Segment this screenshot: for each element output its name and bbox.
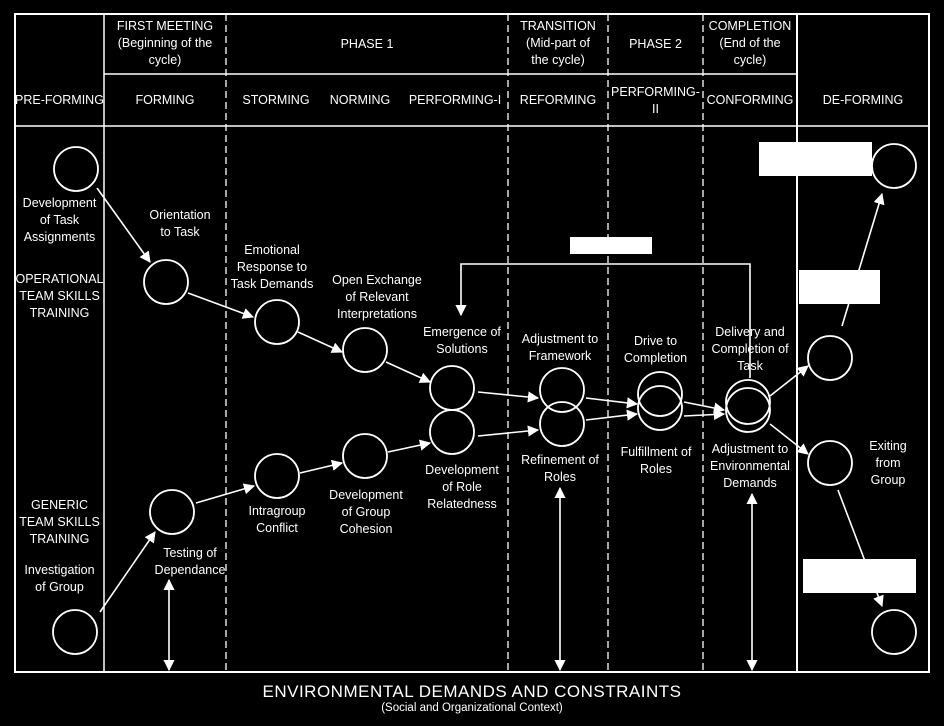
label-exiting: Exiting from Group [869, 439, 907, 487]
node-circle [807, 335, 853, 381]
node-circle [637, 371, 683, 417]
stage-pre-forming: PRE-FORMING [15, 93, 104, 107]
outer-frame [14, 13, 930, 673]
node-circle [342, 327, 388, 373]
flow-arrow [99, 531, 156, 613]
header-phase-1: PHASE 1 [340, 37, 394, 51]
node-circle [807, 440, 853, 486]
label-generic-training: GENERIC TEAM SKILLS TRAINING [19, 498, 100, 546]
node-circle [539, 401, 585, 447]
label-adjustment-env: Adjustment to Environmental Demands [710, 442, 790, 490]
redacted-box [803, 559, 916, 593]
label-intragroup-conflict: Intragroup Conflict [248, 504, 306, 535]
flow-arrow [585, 409, 639, 421]
flow-arrow [477, 391, 540, 403]
header-completion: COMPLETION (End of the cycle) [708, 19, 792, 67]
node-circle [871, 143, 917, 189]
label-refinement: Refinement of Roles [521, 453, 599, 484]
flow-arrow [477, 425, 540, 437]
flow-arrow [299, 459, 344, 474]
footer-subtitle: (Social and Organizational Context) [381, 702, 563, 714]
node-circle [342, 433, 388, 479]
flow-arrow [683, 401, 726, 414]
flow-arrow [769, 365, 809, 397]
node-circle [149, 489, 195, 535]
flow-arrow [683, 408, 726, 421]
redacted-box [799, 270, 880, 304]
label-emotional-response: Emotional Response to Task Demands [230, 243, 314, 291]
label-orientation: Orientation to Task [149, 208, 211, 239]
label-group-cohesion: Development of Group Cohesion [329, 488, 403, 536]
label-testing: Testing of Dependance [154, 546, 226, 577]
feedback-loop-arrow [455, 263, 751, 378]
node-circle [254, 299, 300, 345]
redacted-box [570, 237, 652, 254]
header-transition: TRANSITION (Mid-part of the cycle) [520, 19, 596, 67]
flow-arrow [187, 292, 255, 319]
node-circle [725, 379, 771, 425]
stage-performing-2: PERFORMING- II [611, 85, 700, 116]
stage-forming: FORMING [135, 93, 195, 107]
node-circle [429, 409, 475, 455]
flow-arrow [96, 187, 151, 263]
stage-norming: NORMING [329, 93, 391, 107]
node-circle [429, 365, 475, 411]
flow-arrow [195, 483, 256, 504]
node-circle [143, 259, 189, 305]
label-role-relatedness: Development of Role Relatedness [425, 463, 499, 511]
footer-title: ENVIRONMENTAL DEMANDS AND CONSTRAINTS [262, 682, 682, 701]
redacted-box [759, 142, 872, 176]
label-operational-training: OPERATIONAL TEAM SKILLS TRAINING [15, 272, 104, 320]
stage-conforming: CONFORMING [706, 93, 794, 107]
label-investigation: Investigation of Group [24, 563, 95, 594]
label-delivery: Delivery and Completion of Task [711, 325, 789, 373]
node-circle [53, 146, 99, 192]
flow-arrow [769, 423, 809, 455]
flow-arrow [297, 331, 344, 353]
flow-arrow [385, 361, 432, 383]
label-dev-task-assignments: Development of Task Assignments [22, 196, 97, 244]
stage-storming: STORMING [242, 93, 310, 107]
flow-arrow [585, 397, 639, 409]
stage-performing-1: PERFORMING-I [408, 93, 502, 107]
flow-arrow [841, 192, 885, 327]
stage-de-forming: DE-FORMING [822, 93, 904, 107]
label-drive: Drive to Completion [623, 334, 688, 365]
label-open-exchange: Open Exchange of Relevant Interpretation… [332, 273, 422, 321]
node-circle [52, 609, 98, 655]
node-circle [539, 367, 585, 413]
label-adjustment-framework: Adjustment to Framework [521, 332, 599, 363]
stage-reforming: REFORMING [519, 93, 597, 107]
node-circle [725, 387, 771, 433]
node-circle [637, 385, 683, 431]
flow-arrow [387, 439, 432, 453]
node-circle [871, 609, 917, 655]
label-fulfillment: Fulfillment of Roles [620, 445, 692, 476]
header-first-meeting: FIRST MEETING (Beginning of the cycle) [116, 19, 214, 67]
header-phase-2: PHASE 2 [629, 37, 682, 51]
label-emergence: Emergence of Solutions [423, 325, 501, 356]
node-circle [254, 453, 300, 499]
